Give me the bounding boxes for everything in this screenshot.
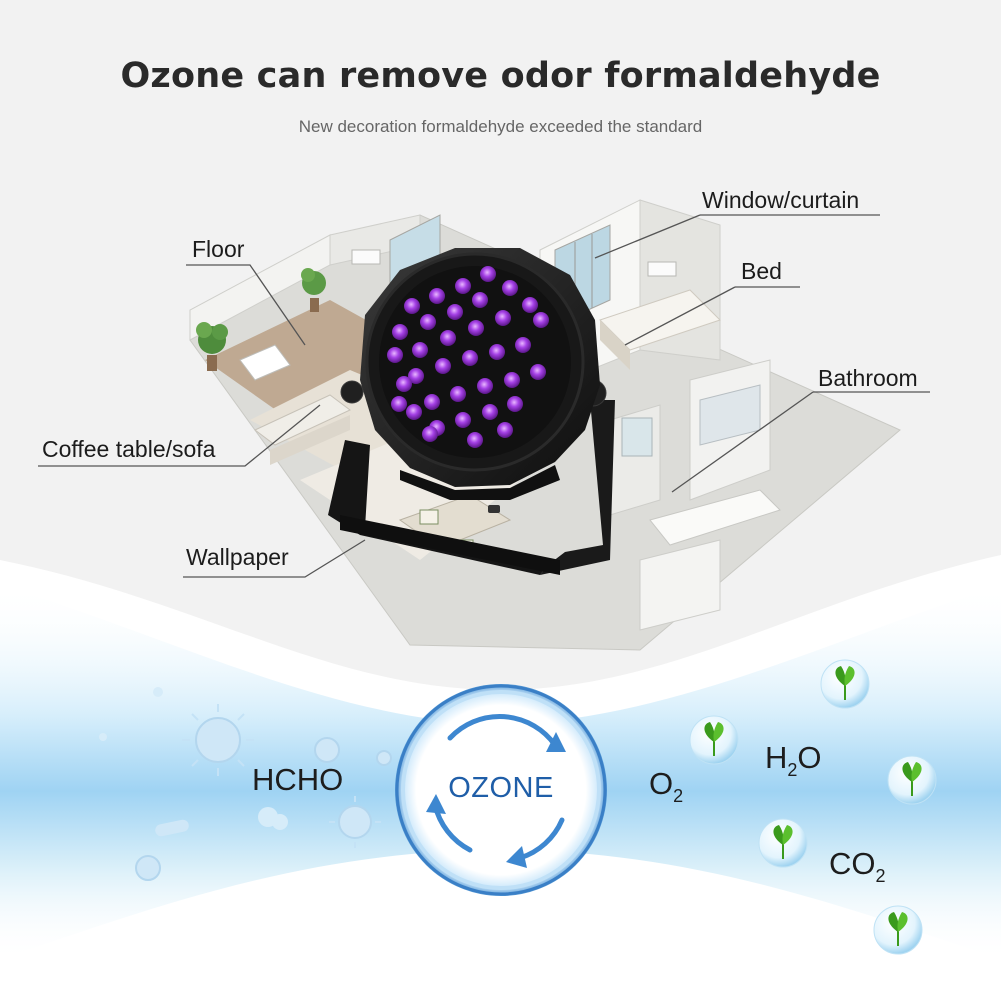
co2-label: CO2: [829, 846, 886, 886]
h2o-label: H2O: [765, 740, 822, 780]
page-subtitle: New decoration formaldehyde exceeded the…: [298, 117, 703, 136]
callout-bed: Bed: [741, 258, 782, 284]
uv-led-array: [387, 266, 549, 448]
par-light: [328, 248, 615, 575]
callout-lines: [38, 214, 930, 578]
page-title: Ozone can remove odor formaldehyde: [120, 56, 881, 96]
bacteria-icon: [99, 687, 288, 837]
leaf-bubble-icon: [758, 818, 808, 868]
plant-icon: [301, 268, 326, 312]
virus-icon: [135, 717, 392, 881]
leaf-bubble-icon: [820, 659, 870, 709]
ozone-label: OZONE: [448, 772, 554, 804]
callout-window-curtain: Window/curtain: [702, 187, 860, 213]
leaf-bubble-icon: [887, 755, 937, 805]
callout-coffee-table-sofa: Coffee table/sofa: [42, 436, 216, 462]
leaf-bubble-icon: [873, 905, 923, 955]
cycle-arrows: [426, 714, 566, 868]
callout-wallpaper: Wallpaper: [186, 544, 289, 570]
callout-bathroom: Bathroom: [818, 365, 918, 391]
plant-icon: [196, 322, 228, 371]
hcho-label: HCHO: [252, 762, 344, 797]
o2-label: O2: [649, 766, 684, 806]
virus-spikes: [182, 704, 381, 848]
leaf-bubble-icon: [689, 715, 739, 765]
callout-floor: Floor: [192, 236, 245, 262]
